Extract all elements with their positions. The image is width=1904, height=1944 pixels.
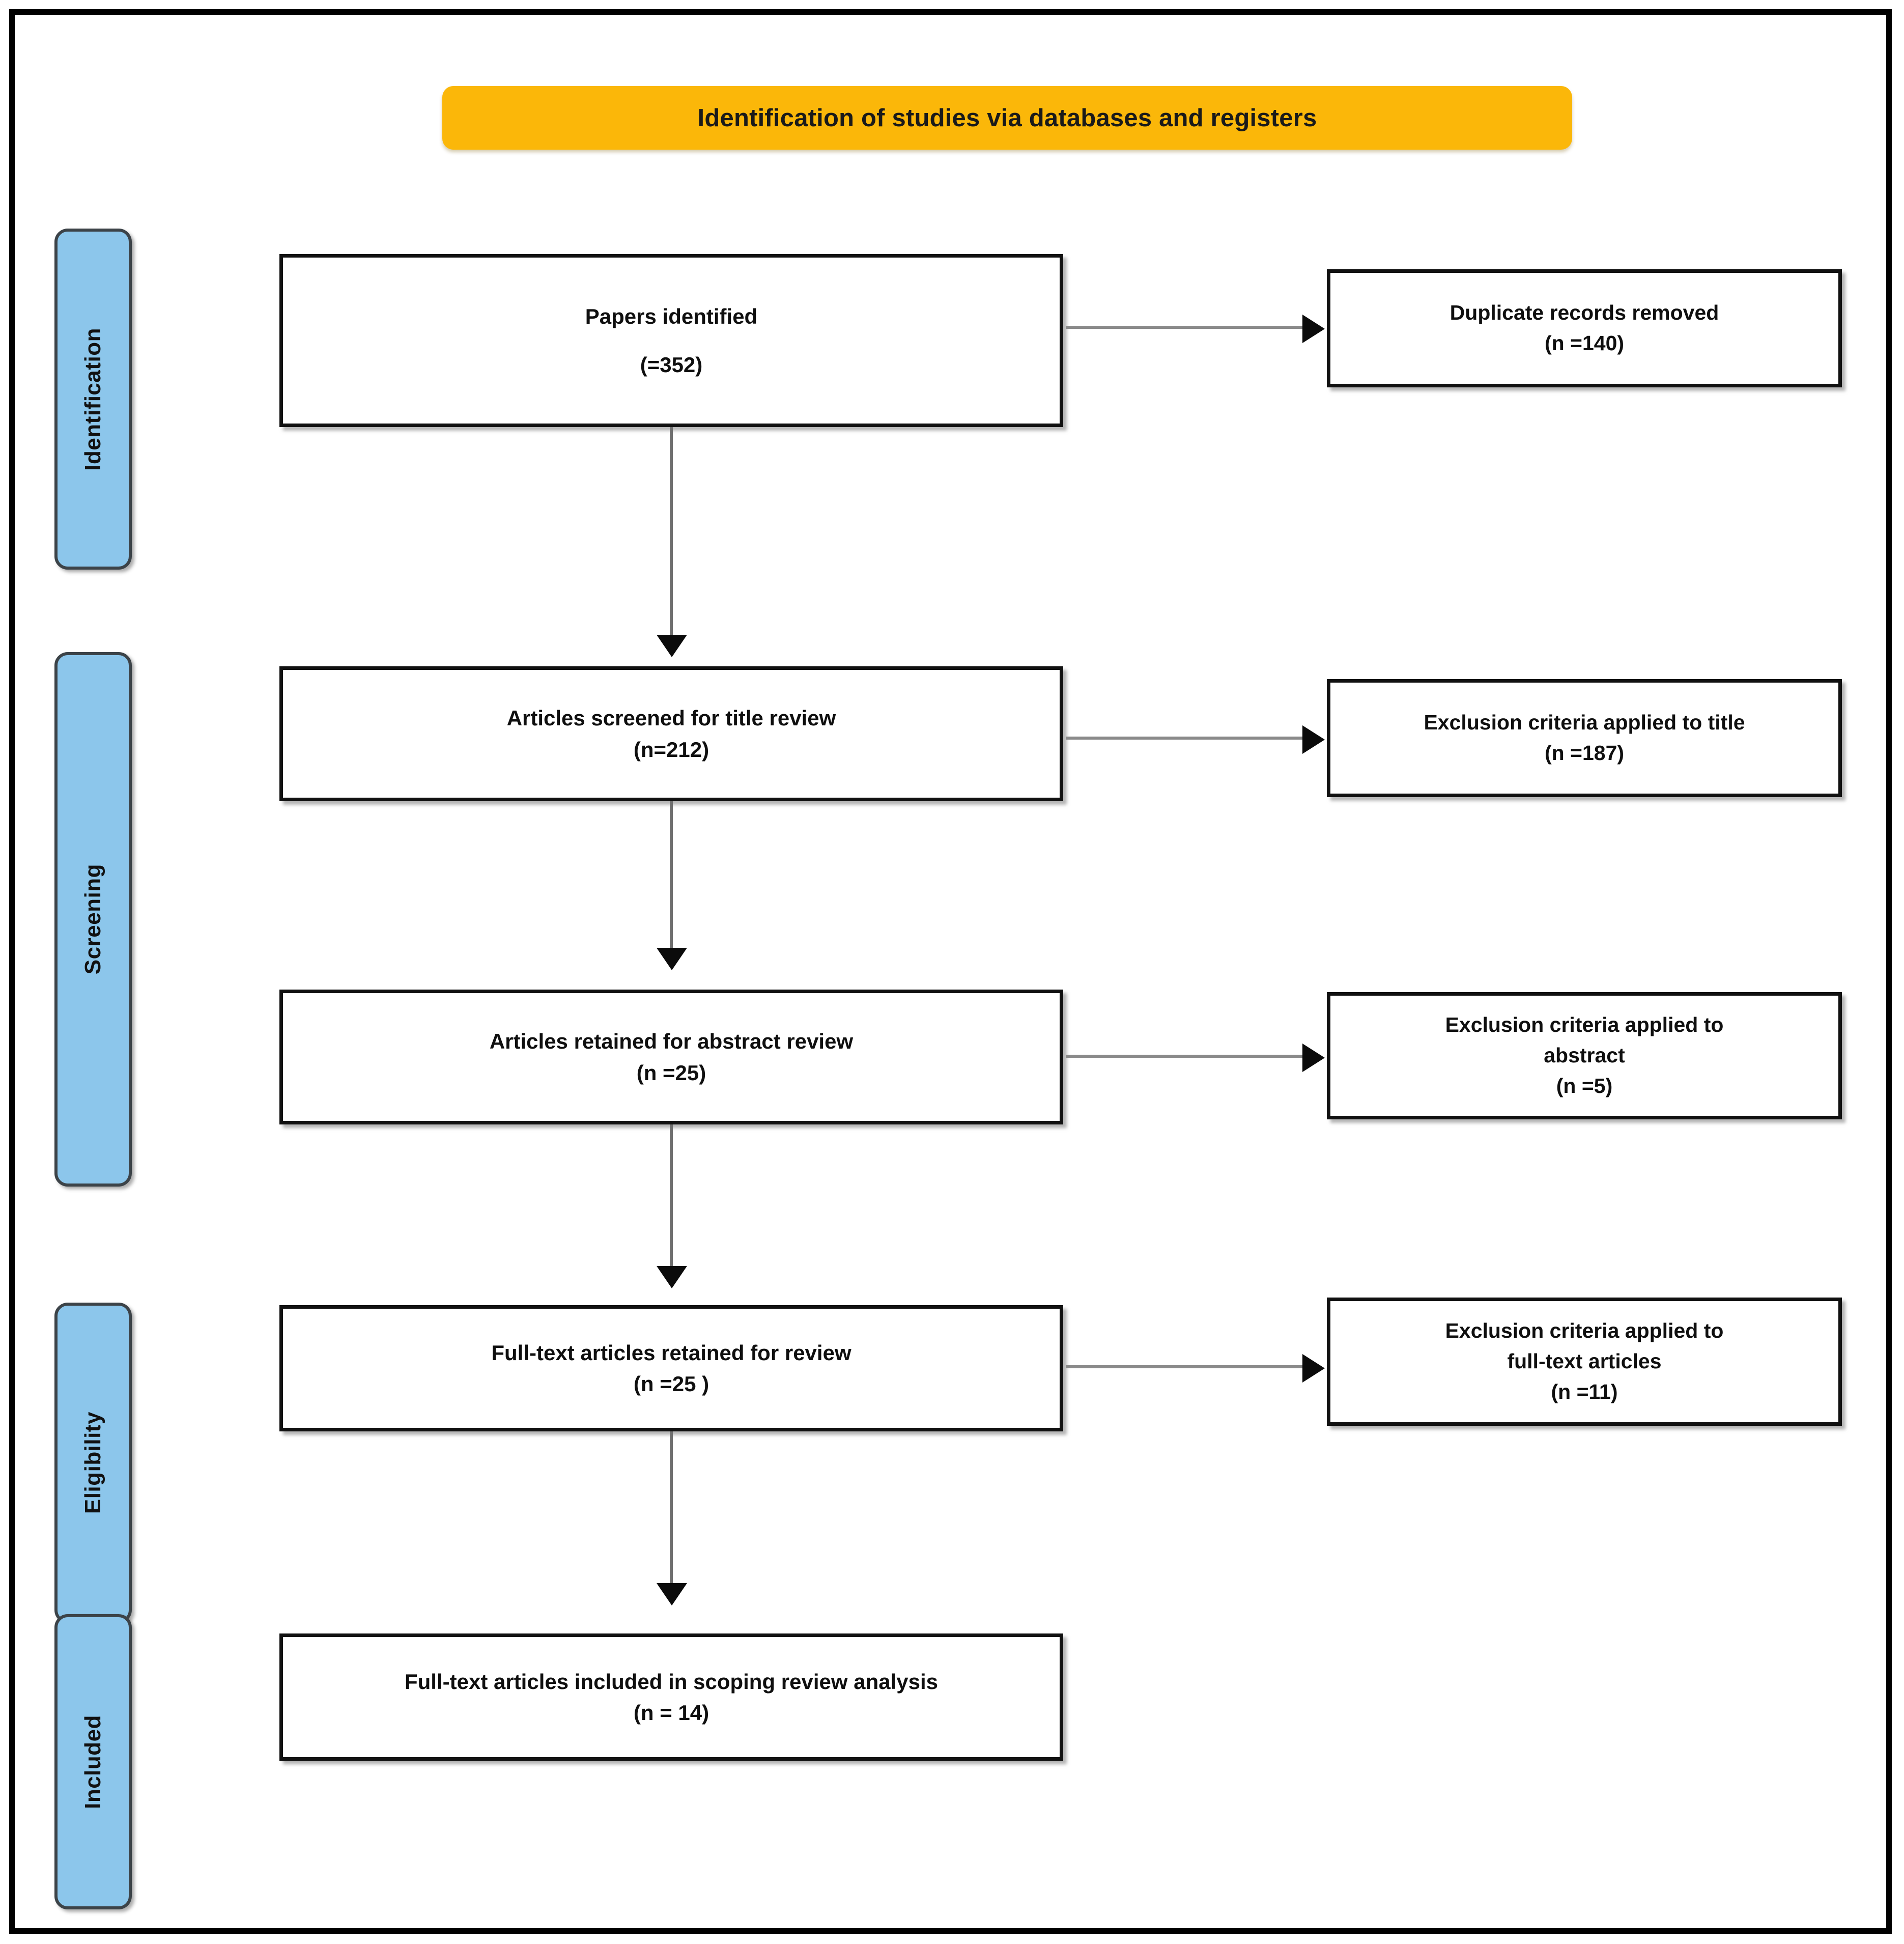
connector-abstract-to-exclusion — [1066, 1055, 1305, 1058]
node-exclusion-abstract: Exclusion criteria applied to abstract (… — [1327, 992, 1842, 1119]
node-duplicates-removed: Duplicate records removed (n =140) — [1327, 269, 1842, 387]
node-count: (n =5) — [1556, 1074, 1613, 1097]
node-fulltext-retained: Full-text articles retained for review (… — [279, 1305, 1063, 1431]
node-exclusion-fulltext: Exclusion criteria applied to full-text … — [1327, 1298, 1842, 1426]
node-label: Articles screened for title review — [506, 706, 836, 730]
node-papers-identified: Papers identified (=352) — [279, 254, 1063, 427]
node-count: (n =11) — [1551, 1379, 1618, 1403]
page-frame: Identification of studies via databases … — [9, 9, 1892, 1934]
stage-label-eligibility: Eligibility — [54, 1303, 132, 1623]
connector-abstract-to-fulltext — [670, 1124, 673, 1270]
connector-title-to-exclusion — [1066, 737, 1305, 740]
arrowhead-right-icon — [1302, 725, 1325, 754]
node-articles-retained-abstract: Articles retained for abstract review (n… — [279, 990, 1063, 1124]
node-label: Papers identified — [585, 304, 758, 328]
connector-identified-to-duplicates — [1066, 326, 1305, 329]
arrowhead-right-icon — [1302, 1044, 1325, 1072]
node-exclusion-title: Exclusion criteria applied to title (n =… — [1327, 679, 1842, 797]
connector-title-to-abstract — [670, 801, 673, 951]
connector-identified-to-title — [670, 427, 673, 638]
node-label: Articles retained for abstract review — [489, 1029, 854, 1054]
node-label-cont: full-text articles — [1507, 1349, 1662, 1373]
node-fulltext-included: Full-text articles included in scoping r… — [279, 1633, 1063, 1761]
node-label-cont: abstract — [1544, 1044, 1625, 1067]
node-count: (n =25) — [636, 1060, 706, 1085]
connector-fulltext-to-included — [670, 1431, 673, 1587]
node-label: Full-text articles retained for review — [491, 1340, 851, 1365]
node-label: Exclusion criteria applied to title — [1424, 711, 1745, 735]
stage-label-identification: Identification — [54, 229, 132, 570]
node-label: Exclusion criteria applied to — [1445, 1013, 1724, 1037]
node-count: (n =25 ) — [633, 1372, 709, 1396]
node-count: (n =140) — [1544, 331, 1625, 355]
node-count: (n =187) — [1544, 741, 1625, 765]
connector-fulltext-to-exclusion — [1066, 1365, 1305, 1368]
stage-label-text: Eligibility — [80, 1412, 105, 1514]
stage-label-screening: Screening — [54, 652, 132, 1187]
arrowhead-down-icon — [657, 948, 687, 970]
node-label: Full-text articles included in scoping r… — [405, 1669, 938, 1694]
arrowhead-right-icon — [1302, 315, 1325, 343]
stage-label-included: Included — [54, 1614, 132, 1909]
arrowhead-down-icon — [657, 1583, 687, 1605]
node-count: (=352) — [640, 353, 703, 377]
node-label: Exclusion criteria applied to — [1445, 1319, 1724, 1343]
stage-label-text: Screening — [80, 864, 105, 975]
diagram-title: Identification of studies via databases … — [697, 104, 1317, 132]
node-label: Duplicate records removed — [1450, 301, 1719, 325]
arrowhead-right-icon — [1302, 1354, 1325, 1383]
node-articles-screened-title: Articles screened for title review (n=21… — [279, 666, 1063, 801]
stage-label-text: Identification — [80, 327, 105, 471]
arrowhead-down-icon — [657, 635, 687, 657]
node-count: (n=212) — [633, 737, 709, 762]
stage-label-text: Included — [80, 1714, 105, 1809]
diagram-title-banner: Identification of studies via databases … — [442, 86, 1572, 150]
node-count: (n = 14) — [633, 1701, 709, 1725]
arrowhead-down-icon — [657, 1266, 687, 1288]
